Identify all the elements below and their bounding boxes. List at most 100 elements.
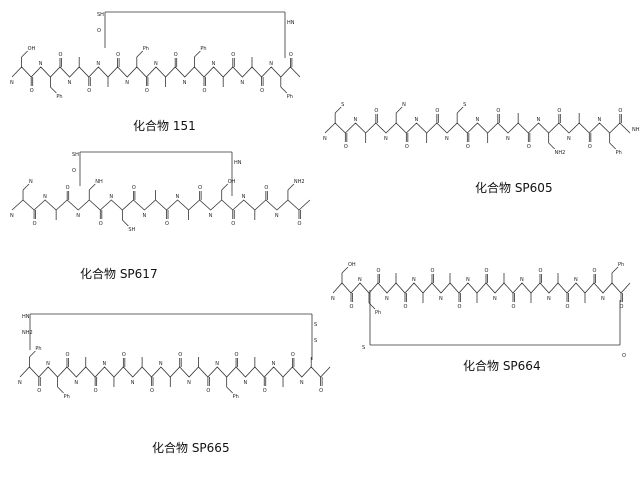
cycle-atom-label: SH [97,12,104,18]
oxygen-label: O [122,352,126,358]
backbone-SP665 [19,366,331,378]
oxygen-label: O [557,108,561,114]
cycle-atom-label: S [362,345,365,351]
nitrogen-label: N [215,361,219,367]
nitrogen-label: N [240,80,244,86]
oxygen-label: O [235,352,239,358]
oxygen-label: O [206,388,210,394]
side-chain-label: N [402,102,406,108]
nitrogen-label: N [598,117,602,123]
side-chain-label: Ph [143,46,149,52]
oxygen-label: O [593,268,597,274]
nitrogen-label: N [131,380,135,386]
nitrogen-label: N [243,380,247,386]
side-chain [57,386,64,394]
nitrogen-label: N [209,213,213,219]
side-chain [194,50,201,58]
nitrogen-label: N [18,380,22,386]
oxygen-label: O [539,268,543,274]
oxygen-label: O [264,185,268,191]
oxygen-label: O [174,52,178,58]
cycle-atom-label: SH [72,152,79,158]
side-chain-label: OH [348,262,356,268]
backbone-SP617 [11,199,311,211]
side-chain [456,106,464,114]
nitrogen-label: N [506,136,510,142]
oxygen-label: O [527,144,531,150]
oxygen-label: O [620,304,624,310]
nitrogen-label: N [415,117,419,123]
nitrogen-label: N [493,296,497,302]
oxygen-label: O [132,185,136,191]
side-chain-label: S [341,102,344,108]
nitrogen-label: N [466,277,470,283]
oxygen-label: O [260,88,264,94]
side-chain [609,142,616,150]
side-chain-label: SH [128,227,135,233]
nitrogen-label: N [176,194,180,200]
nitrogen-label: N [412,277,416,283]
nitrogen-label: N [212,61,216,67]
nitrogen-label: N [323,136,327,142]
nitrogen-label: N [574,277,578,283]
side-chain [226,386,233,394]
nitrogen-label: N [547,296,551,302]
side-chain [548,142,555,150]
side-chain [88,183,96,191]
label-151: 化合物 151 [133,119,196,133]
side-chain-label: NH2 [555,150,566,156]
side-chain [21,50,28,58]
nitrogen-label: N [76,213,80,219]
oxygen-label: O [566,304,570,310]
label-sp617: 化合物 SP617 [80,267,158,281]
backbone-SP664 [332,282,631,294]
nitrogen-label: N [520,277,524,283]
side-chain [122,219,129,227]
cycle-atom-label: S [314,338,317,344]
nitrogen-label: N [358,277,362,283]
cycle-atom-label: HN [234,160,242,166]
side-chain [280,86,288,94]
oxygen-label: O [377,268,381,274]
side-chain-label: Ph [35,346,41,352]
nitrogen-label: N [154,61,158,67]
terminal-label: NH2 [632,127,640,133]
oxygen-label: O [178,352,182,358]
cycle-atom-label: S [314,322,317,328]
nitrogen-label: N [242,194,246,200]
oxygen-label: O [496,108,500,114]
oxygen-label: O [165,221,169,227]
oxygen-label: O [94,388,98,394]
nitrogen-label: N [125,80,129,86]
cycle-atom-label: O [97,28,101,34]
side-chain-label: Ph [287,94,293,100]
side-chain-label: Ph [56,94,62,100]
side-chain-label: NH2 [294,179,305,185]
oxygen-label: O [297,221,301,227]
oxygen-label: O [145,88,149,94]
oxygen-label: O [263,388,267,394]
side-chain [29,350,36,358]
oxygen-label: O [59,52,63,58]
nitrogen-label: N [68,80,72,86]
oxygen-label: O [374,108,378,114]
oxygen-label: O [150,388,154,394]
oxygen-label: O [291,352,295,358]
nitrogen-label: N [183,80,187,86]
nitrogen-label: N [275,213,279,219]
nitrogen-label: N [109,194,113,200]
nitrogen-label: N [187,380,191,386]
nitrogen-label: N [354,117,358,123]
nitrogen-label: N [269,61,273,67]
nitrogen-label: N [43,194,47,200]
side-chain-label: N [29,179,33,185]
nitrogen-label: N [331,296,335,302]
oxygen-label: O [231,52,235,58]
cycle-atom-label: HN [22,314,30,320]
side-chain [22,183,30,191]
nitrogen-label: N [10,80,14,86]
oxygen-label: O [405,144,409,150]
oxygen-label: O [37,388,41,394]
oxygen-label: O [116,52,120,58]
